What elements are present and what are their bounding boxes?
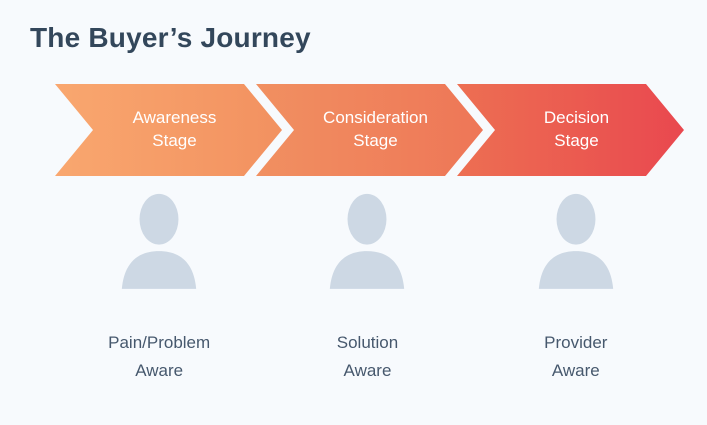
persona-label-solution-aware: Solution Aware [337, 329, 398, 385]
person-icon [121, 193, 197, 289]
persona-awareness: Pain/Problem Aware [55, 185, 263, 385]
person-icon-shape [538, 193, 613, 289]
stage-label-line: Stage [554, 131, 599, 150]
stage-label-line: Decision [543, 108, 610, 128]
page-title: The Buyer’s Journey [30, 22, 311, 53]
persona-label-line: Aware [551, 361, 600, 381]
persona-label-pain-problem-aware: Pain/Problem Aware [108, 329, 210, 385]
stage-arrow-awareness: Awareness Stage [55, 84, 282, 176]
persona-label-line: Solution [336, 333, 399, 352]
person-icon-shape [330, 193, 405, 289]
person-icon-shape [121, 193, 197, 289]
personas-row: Pain/Problem Aware Solution Aware [55, 185, 680, 385]
persona-label-provider-aware: Provider Aware [544, 329, 607, 385]
persona-label-line: Pain/Problem [108, 333, 211, 352]
stage-label-line: Stage [353, 131, 398, 150]
stage-label-line: Stage [152, 131, 197, 150]
persona-consideration: Solution Aware [263, 185, 471, 385]
stage-label-line: Consideration [323, 108, 428, 128]
person-icon [330, 193, 405, 289]
person-icon [538, 193, 613, 289]
persona-label-line: Provider [544, 333, 608, 352]
persona-label-line: Aware [135, 361, 184, 381]
stage-arrow-consideration-label: Consideration Stage [311, 107, 428, 153]
persona-decision: Provider Aware [472, 185, 680, 385]
stage-arrow-decision-label: Decision Stage [532, 107, 609, 153]
stage-arrow-decision: Decision Stage [457, 84, 684, 176]
persona-label-line: Aware [343, 361, 392, 381]
stage-arrow-awareness-label: Awareness Stage [121, 107, 217, 153]
stage-label-line: Awareness [132, 108, 217, 128]
stage-arrow-consideration: Consideration Stage [256, 84, 483, 176]
stage-arrows-row: Awareness Stage Consideration Stage Deci… [55, 84, 684, 176]
